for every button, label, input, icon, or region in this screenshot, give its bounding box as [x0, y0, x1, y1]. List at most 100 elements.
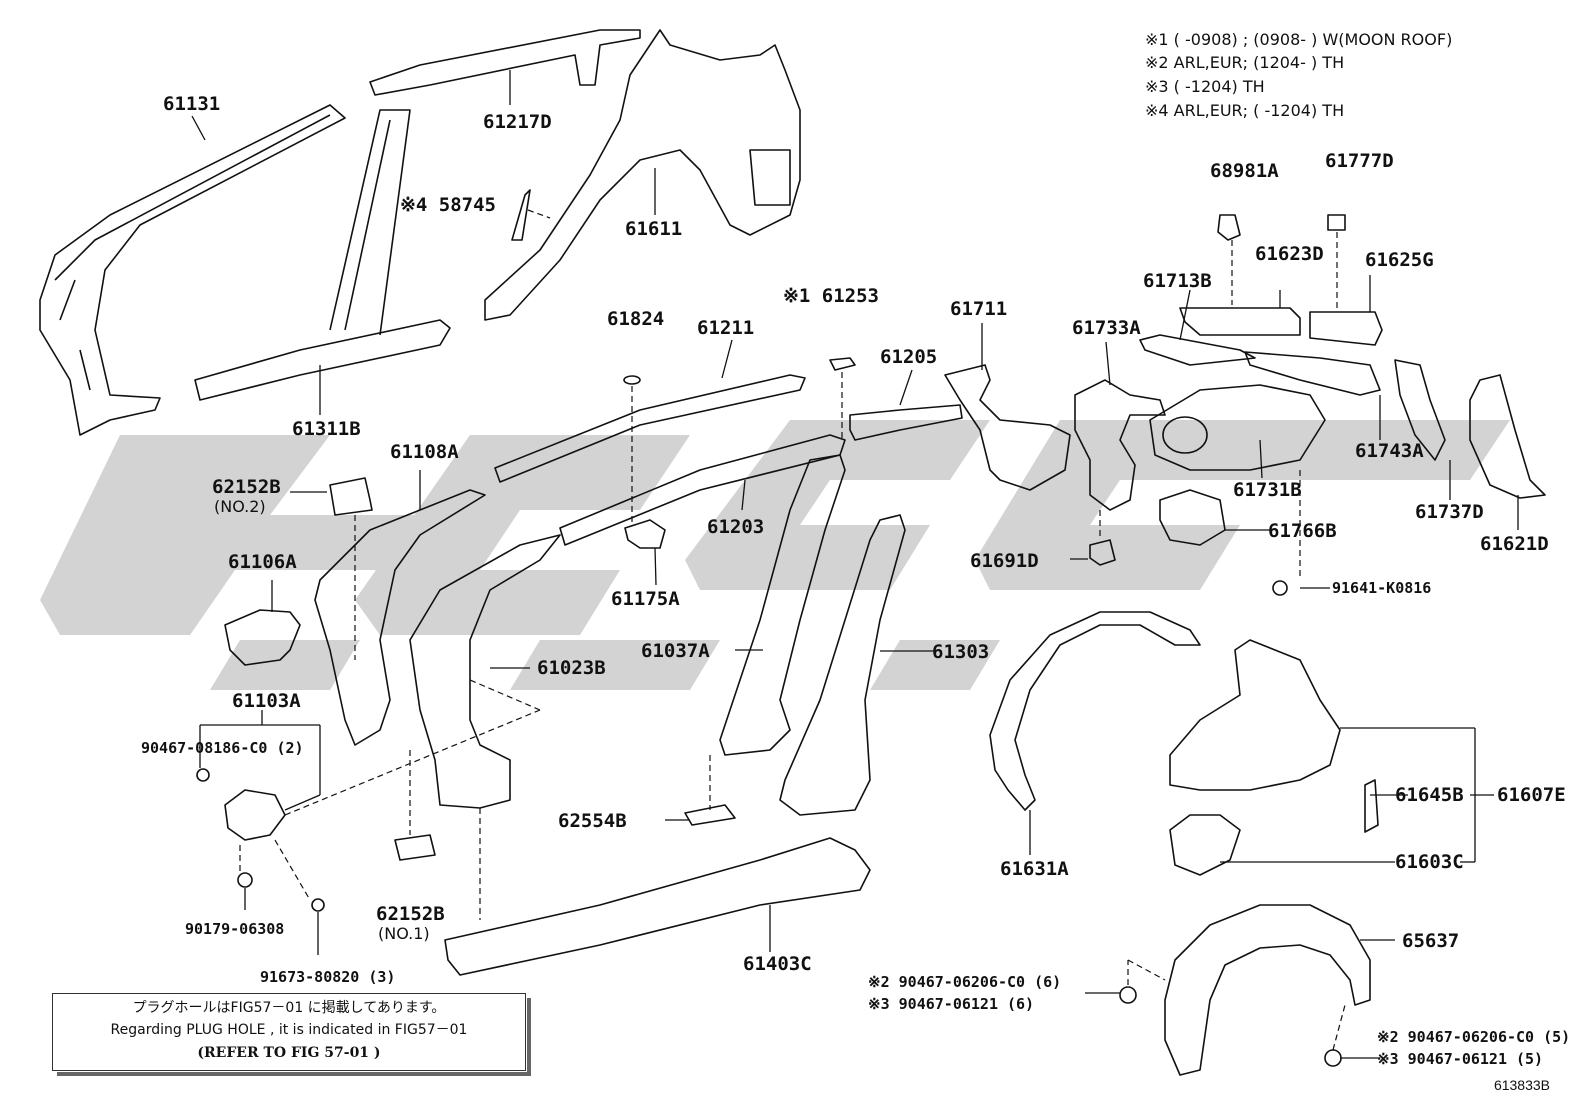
label-62152B-no1-sub: (NO.1) — [378, 924, 430, 943]
label-61303: 61303 — [932, 641, 990, 663]
part-61824-shape — [623, 375, 641, 385]
diagram-code: 613833B — [1493, 1077, 1550, 1093]
label-61631A: 61631A — [1000, 858, 1069, 880]
part-58745-shape — [511, 189, 531, 241]
label-61108A: 61108A — [390, 441, 459, 463]
label-61023B: 61023B — [537, 657, 606, 679]
bolt-90467-08186-icon — [196, 768, 210, 782]
clip-65637-a-icon — [1119, 986, 1137, 1004]
part-61205-shape — [849, 404, 963, 441]
label-61037A: 61037A — [641, 640, 710, 662]
label-61766B: 61766B — [1268, 520, 1337, 542]
part-61731B-shape — [1149, 384, 1326, 471]
label-61175A: 61175A — [611, 588, 680, 610]
part-62152B-bot-shape — [394, 834, 436, 861]
label-91673-80820: 91673-80820 (3) — [260, 968, 396, 986]
part-61203-shape — [559, 434, 846, 546]
bolt-91641-icon — [1272, 580, 1288, 596]
bolt-90179-icon — [237, 872, 253, 888]
part-outlines — [39, 29, 1546, 1076]
label-61824: 61824 — [607, 308, 665, 330]
note-box: プラグホールはFIG57－01 に掲載してあります。 Regarding PLU… — [52, 993, 531, 1076]
label-61103A: 61103A — [232, 690, 301, 712]
legend-line-4: ※4 ARL,EUR; ( -1204) TH — [1145, 101, 1345, 120]
label-61403C: 61403C — [743, 953, 812, 975]
label-90467-06206-C0-6: ※2 90467-06206-C0 (6) — [868, 973, 1062, 991]
label-61607E: 61607E — [1497, 784, 1566, 806]
note-line-refer: (REFER TO FIG 57-01 ) — [197, 1045, 381, 1061]
part-61777D-shape — [1327, 214, 1346, 231]
part-61631A-shape — [989, 611, 1201, 811]
label-61131: 61131 — [163, 93, 221, 115]
label-61691D: 61691D — [970, 550, 1039, 572]
label-61253: ※1 61253 — [783, 285, 879, 307]
leader-lines — [191, 70, 1519, 1059]
label-61625G: 61625G — [1365, 249, 1434, 271]
part-62152B-top-shape — [329, 477, 373, 516]
part-61766B-shape — [1159, 489, 1226, 546]
label-61731B: 61731B — [1233, 479, 1302, 501]
label-61217D: 61217D — [483, 111, 552, 133]
label-62152B-no2: 62152B — [212, 476, 281, 498]
part-61623D-shape — [1179, 307, 1301, 336]
part-61175A-shape — [624, 519, 666, 549]
part-61211-shape — [494, 374, 806, 483]
clip-65637-b-icon — [1324, 1049, 1342, 1067]
label-61777D: 61777D — [1325, 150, 1394, 172]
part-61743A-shape — [1244, 351, 1381, 396]
part-61603C-shape — [1169, 814, 1241, 876]
watermark — [40, 420, 1510, 690]
label-90179-06308: 90179-06308 — [185, 920, 285, 938]
part-61131-shape — [39, 104, 346, 436]
part-61607E-shape — [1169, 639, 1341, 791]
part-61733A-shape — [1074, 379, 1166, 511]
label-65637: 65637 — [1402, 930, 1460, 952]
label-90467-08186-C0: 90467-08186-C0 (2) — [141, 739, 304, 757]
part-61103A-shape — [224, 789, 286, 841]
label-61711: 61711 — [950, 298, 1008, 320]
part-61625G-shape — [1309, 311, 1383, 346]
label-62554B: 62554B — [558, 810, 627, 832]
label-91641-K0816: 91641-K0816 — [1332, 579, 1432, 597]
part-61645B-shape — [1364, 779, 1379, 833]
label-90467-06121-5: ※3 90467-06121 (5) — [1377, 1050, 1544, 1068]
part-65637-shape — [1164, 904, 1371, 1076]
legend-line-1: ※1 ( -0908) ; (0908- ) W(MOON ROOF) — [1145, 30, 1453, 49]
label-90467-06121-6: ※3 90467-06121 (6) — [868, 995, 1035, 1013]
label-61211: 61211 — [697, 317, 755, 339]
label-61743A: 61743A — [1355, 440, 1424, 462]
label-61733A: 61733A — [1072, 317, 1141, 339]
label-61106A: 61106A — [228, 551, 297, 573]
legend-line-3: ※3 ( -1204) TH — [1145, 77, 1265, 96]
part-61403C-shape — [444, 837, 871, 976]
part-61023B-shape — [409, 534, 561, 809]
part-61108A-shape — [314, 489, 486, 746]
label-61737D: 61737D — [1415, 501, 1484, 523]
label-61203: 61203 — [707, 516, 765, 538]
part-61621D-shape — [1469, 374, 1546, 499]
label-90467-06206-C0-5: ※2 90467-06206-C0 (5) — [1377, 1028, 1571, 1046]
part-61711-shape — [944, 364, 1071, 491]
dashed-lines — [239, 209, 1346, 1051]
label-62152B-no1: 62152B — [376, 903, 445, 925]
label-61611: 61611 — [625, 218, 683, 240]
part-61311B-shape — [194, 319, 451, 401]
part-68981A-shape — [1217, 214, 1241, 241]
part-61106A-shape — [224, 609, 301, 666]
label-61603C: 61603C — [1395, 851, 1464, 873]
label-61311B: 61311B — [292, 418, 361, 440]
part-61611-shape — [484, 29, 801, 321]
part-61253-shape — [829, 357, 856, 371]
label-62152B-no2-sub: (NO.2) — [214, 497, 266, 516]
label-61621D: 61621D — [1480, 533, 1549, 555]
label-61713B: 61713B — [1143, 270, 1212, 292]
part-61303-shape — [779, 514, 906, 816]
part-61217D-shape — [369, 29, 641, 96]
label-58745: ※4 58745 — [400, 194, 496, 216]
part-61737D-shape — [1394, 359, 1446, 461]
label-68981A: 68981A — [1210, 160, 1279, 182]
note-line-en: Regarding PLUG HOLE , it is indicated in… — [110, 1022, 468, 1038]
legend-line-2: ※2 ARL,EUR; (1204- ) TH — [1145, 53, 1345, 72]
note-line-jp: プラグホールはFIG57－01 に掲載してあります。 — [132, 1000, 446, 1016]
part-61713B-shape — [1139, 334, 1256, 366]
